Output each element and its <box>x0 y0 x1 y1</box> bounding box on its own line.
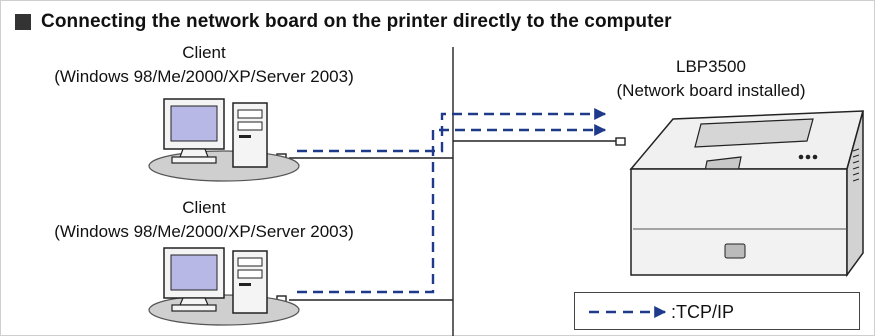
diagram-heading: Connecting the network board on the prin… <box>15 11 672 33</box>
printer-icon <box>629 110 864 278</box>
client-2-name: Client <box>182 198 226 217</box>
client-1-os: (Windows 98/Me/2000/XP/Server 2003) <box>54 67 354 86</box>
client-2-computer-icon <box>148 247 300 326</box>
client-1-computer-icon <box>148 98 300 182</box>
legend: :TCP/IP <box>574 292 860 330</box>
client-1-name: Client <box>182 43 226 62</box>
printer-name: LBP3500 <box>676 57 746 76</box>
legend-tcpip-arrow-icon <box>589 306 667 318</box>
heading-square-icon <box>15 14 31 30</box>
tcpip-path-client-1 <box>297 108 607 153</box>
tcpip-path-client-2 <box>297 124 607 294</box>
printer-note: (Network board installed) <box>616 81 806 100</box>
diagram-title: Connecting the network board on the prin… <box>41 11 672 32</box>
legend-label: :TCP/IP <box>671 302 735 322</box>
printer-port <box>615 137 626 146</box>
client-2-os: (Windows 98/Me/2000/XP/Server 2003) <box>54 222 354 241</box>
